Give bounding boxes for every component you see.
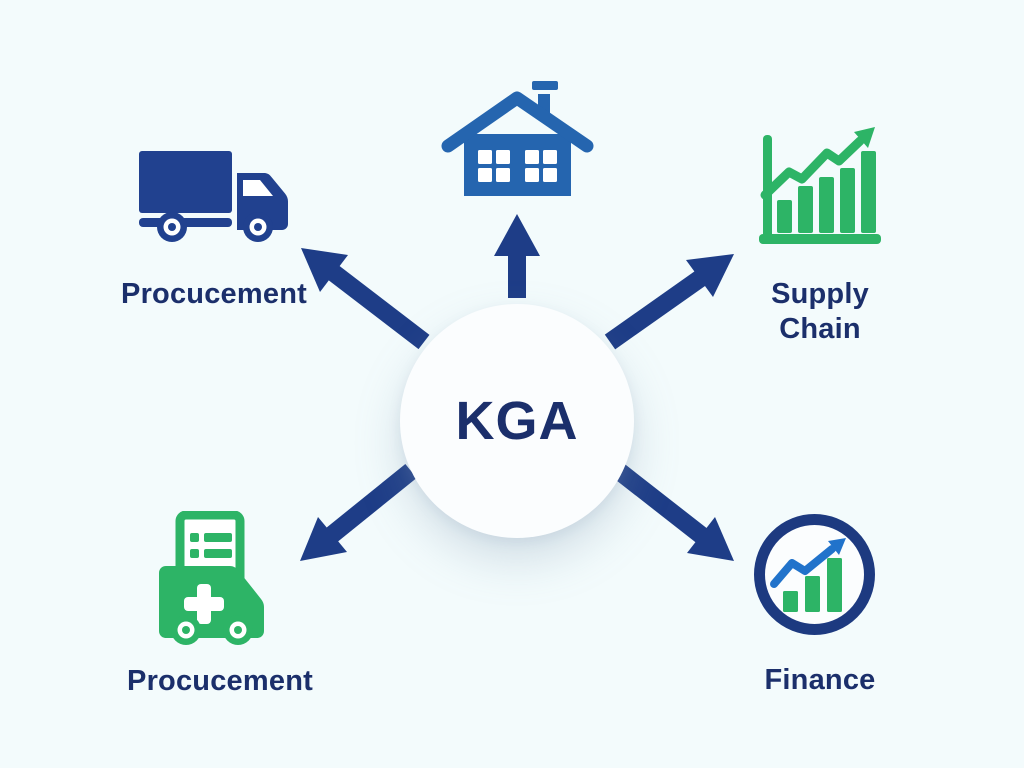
arrow-bottom-right — [613, 463, 734, 561]
arrow-top-right — [604, 254, 734, 350]
center-node: KGA — [400, 304, 634, 538]
label-supply-line2: Chain — [779, 313, 861, 345]
label-finance: Finance — [764, 664, 876, 696]
finance-circle-chart-icon — [752, 512, 877, 637]
label-procurement-top: Procucement — [121, 278, 307, 310]
label-supply-chain: Supply Chain — [725, 277, 915, 347]
ambulance-icon — [156, 510, 271, 646]
arrow-up — [494, 214, 540, 298]
growth-bar-chart-icon — [757, 121, 887, 251]
house-icon — [440, 78, 595, 203]
arrow-top-left — [301, 248, 430, 350]
label-supply-line1: Supply — [771, 278, 869, 310]
truck-icon — [137, 147, 292, 247]
label-procurement-bottom: Procucement — [127, 665, 313, 697]
arrow-bottom-left — [300, 463, 417, 561]
center-label: KGA — [455, 391, 579, 451]
